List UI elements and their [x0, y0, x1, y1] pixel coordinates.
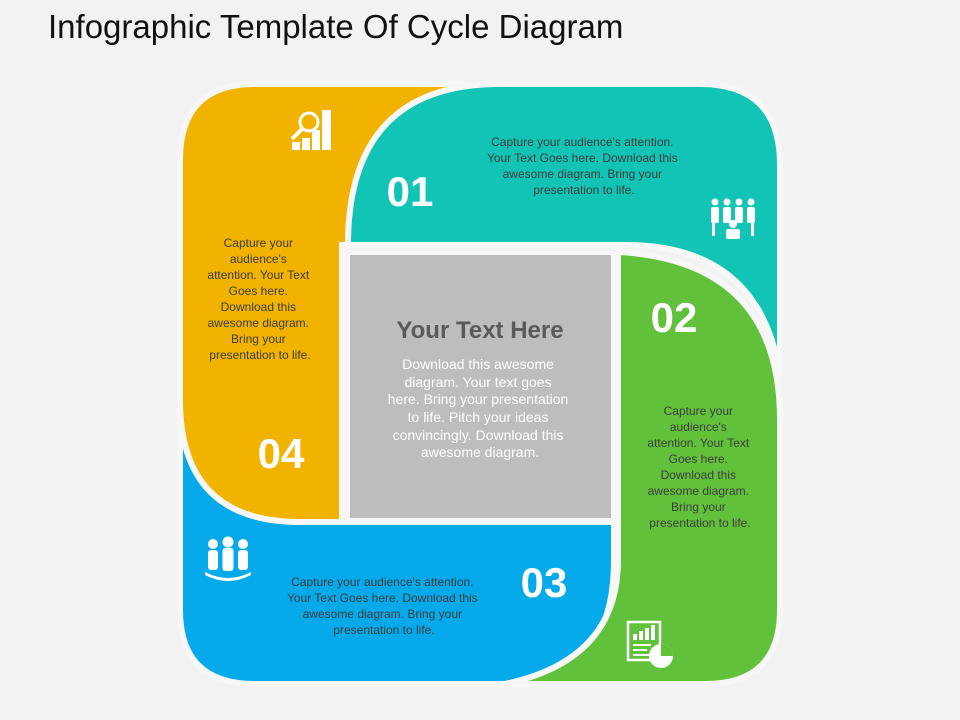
- segment-02-line: Goes here.: [669, 452, 728, 466]
- segment-02-line: presentation to life.: [649, 516, 750, 530]
- segment-02-line: audience's: [670, 420, 727, 434]
- center-body-line: here. Bring your presentation: [388, 391, 569, 407]
- segment-04-line: Bring your: [231, 332, 286, 346]
- segment-03-line: Your Text Goes here. Download this: [287, 591, 478, 605]
- center-body-line: awesome diagram.: [421, 444, 539, 460]
- page-title: Infographic Template Of Cycle Diagram: [48, 8, 624, 45]
- segment-03-text: Capture your audience's attention. Your …: [287, 575, 481, 637]
- segment-01-number: 01: [387, 168, 434, 215]
- segment-02-shape: [504, 249, 783, 687]
- segment-01: 01 Capture your audience's attention. Yo…: [344, 81, 783, 376]
- group-people-icon: [205, 536, 251, 581]
- segment-03-line: presentation to life.: [333, 623, 434, 637]
- segment-03-line: awesome diagram. Bring your: [303, 607, 462, 621]
- center-box-shape: [346, 251, 615, 522]
- segment-04-line: Goes here.: [229, 284, 288, 298]
- segment-04-line: attention. Your Text: [207, 268, 310, 282]
- segment-04-line: awesome diagram.: [208, 316, 309, 330]
- segment-02-number: 02: [651, 294, 698, 341]
- segment-04-text: Capture your audience's attention. Your …: [207, 236, 312, 362]
- center-body-line: convincingly. Download this: [393, 427, 564, 443]
- segment-03-number: 03: [521, 559, 568, 606]
- center-body: Download this awesome diagram. Your text…: [388, 356, 572, 460]
- segment-04-line: presentation to life.: [209, 348, 310, 362]
- center-title: Your Text Here: [396, 317, 563, 344]
- center-body-line: diagram. Your text goes: [405, 374, 552, 390]
- report-chart-icon: [626, 620, 673, 668]
- center-body-line: to life. Pitch your ideas: [408, 409, 549, 425]
- center-body-line: Download this awesome: [402, 356, 554, 372]
- segment-01-text: Capture your audience's attention. Your …: [487, 135, 681, 197]
- segment-01-shape: [344, 81, 783, 376]
- segment-02-line: Download this: [661, 468, 736, 482]
- segment-02-line: attention. Your Text: [647, 436, 750, 450]
- segment-02-text: Capture your audience's attention. Your …: [647, 404, 752, 530]
- segment-01-line: Capture your audience's attention.: [491, 135, 673, 149]
- center-box: Your Text Here Download this awesome dia…: [346, 251, 615, 522]
- segment-01-line: awesome diagram. Bring your: [503, 167, 662, 181]
- analytics-search-icon: [290, 110, 331, 150]
- segment-02: 02 Capture your audience's attention. Yo…: [504, 249, 783, 687]
- segment-04-line: Capture your: [224, 236, 293, 250]
- segment-04-line: Download this: [221, 300, 296, 314]
- segment-04-number: 04: [258, 430, 305, 477]
- segment-02-line: awesome diagram.: [648, 484, 749, 498]
- team-meeting-icon: [711, 198, 755, 239]
- segment-04-line: audience's: [230, 252, 287, 266]
- segment-03-line: Capture your audience's attention.: [291, 575, 473, 589]
- segment-01-line: presentation to life.: [533, 183, 634, 197]
- segment-03: 03 Capture your audience's attention. Yo…: [177, 399, 617, 687]
- segment-02-line: Capture your: [664, 404, 733, 418]
- segment-01-line: Your Text Goes here. Download this: [487, 151, 678, 165]
- segment-02-line: Bring your: [671, 500, 726, 514]
